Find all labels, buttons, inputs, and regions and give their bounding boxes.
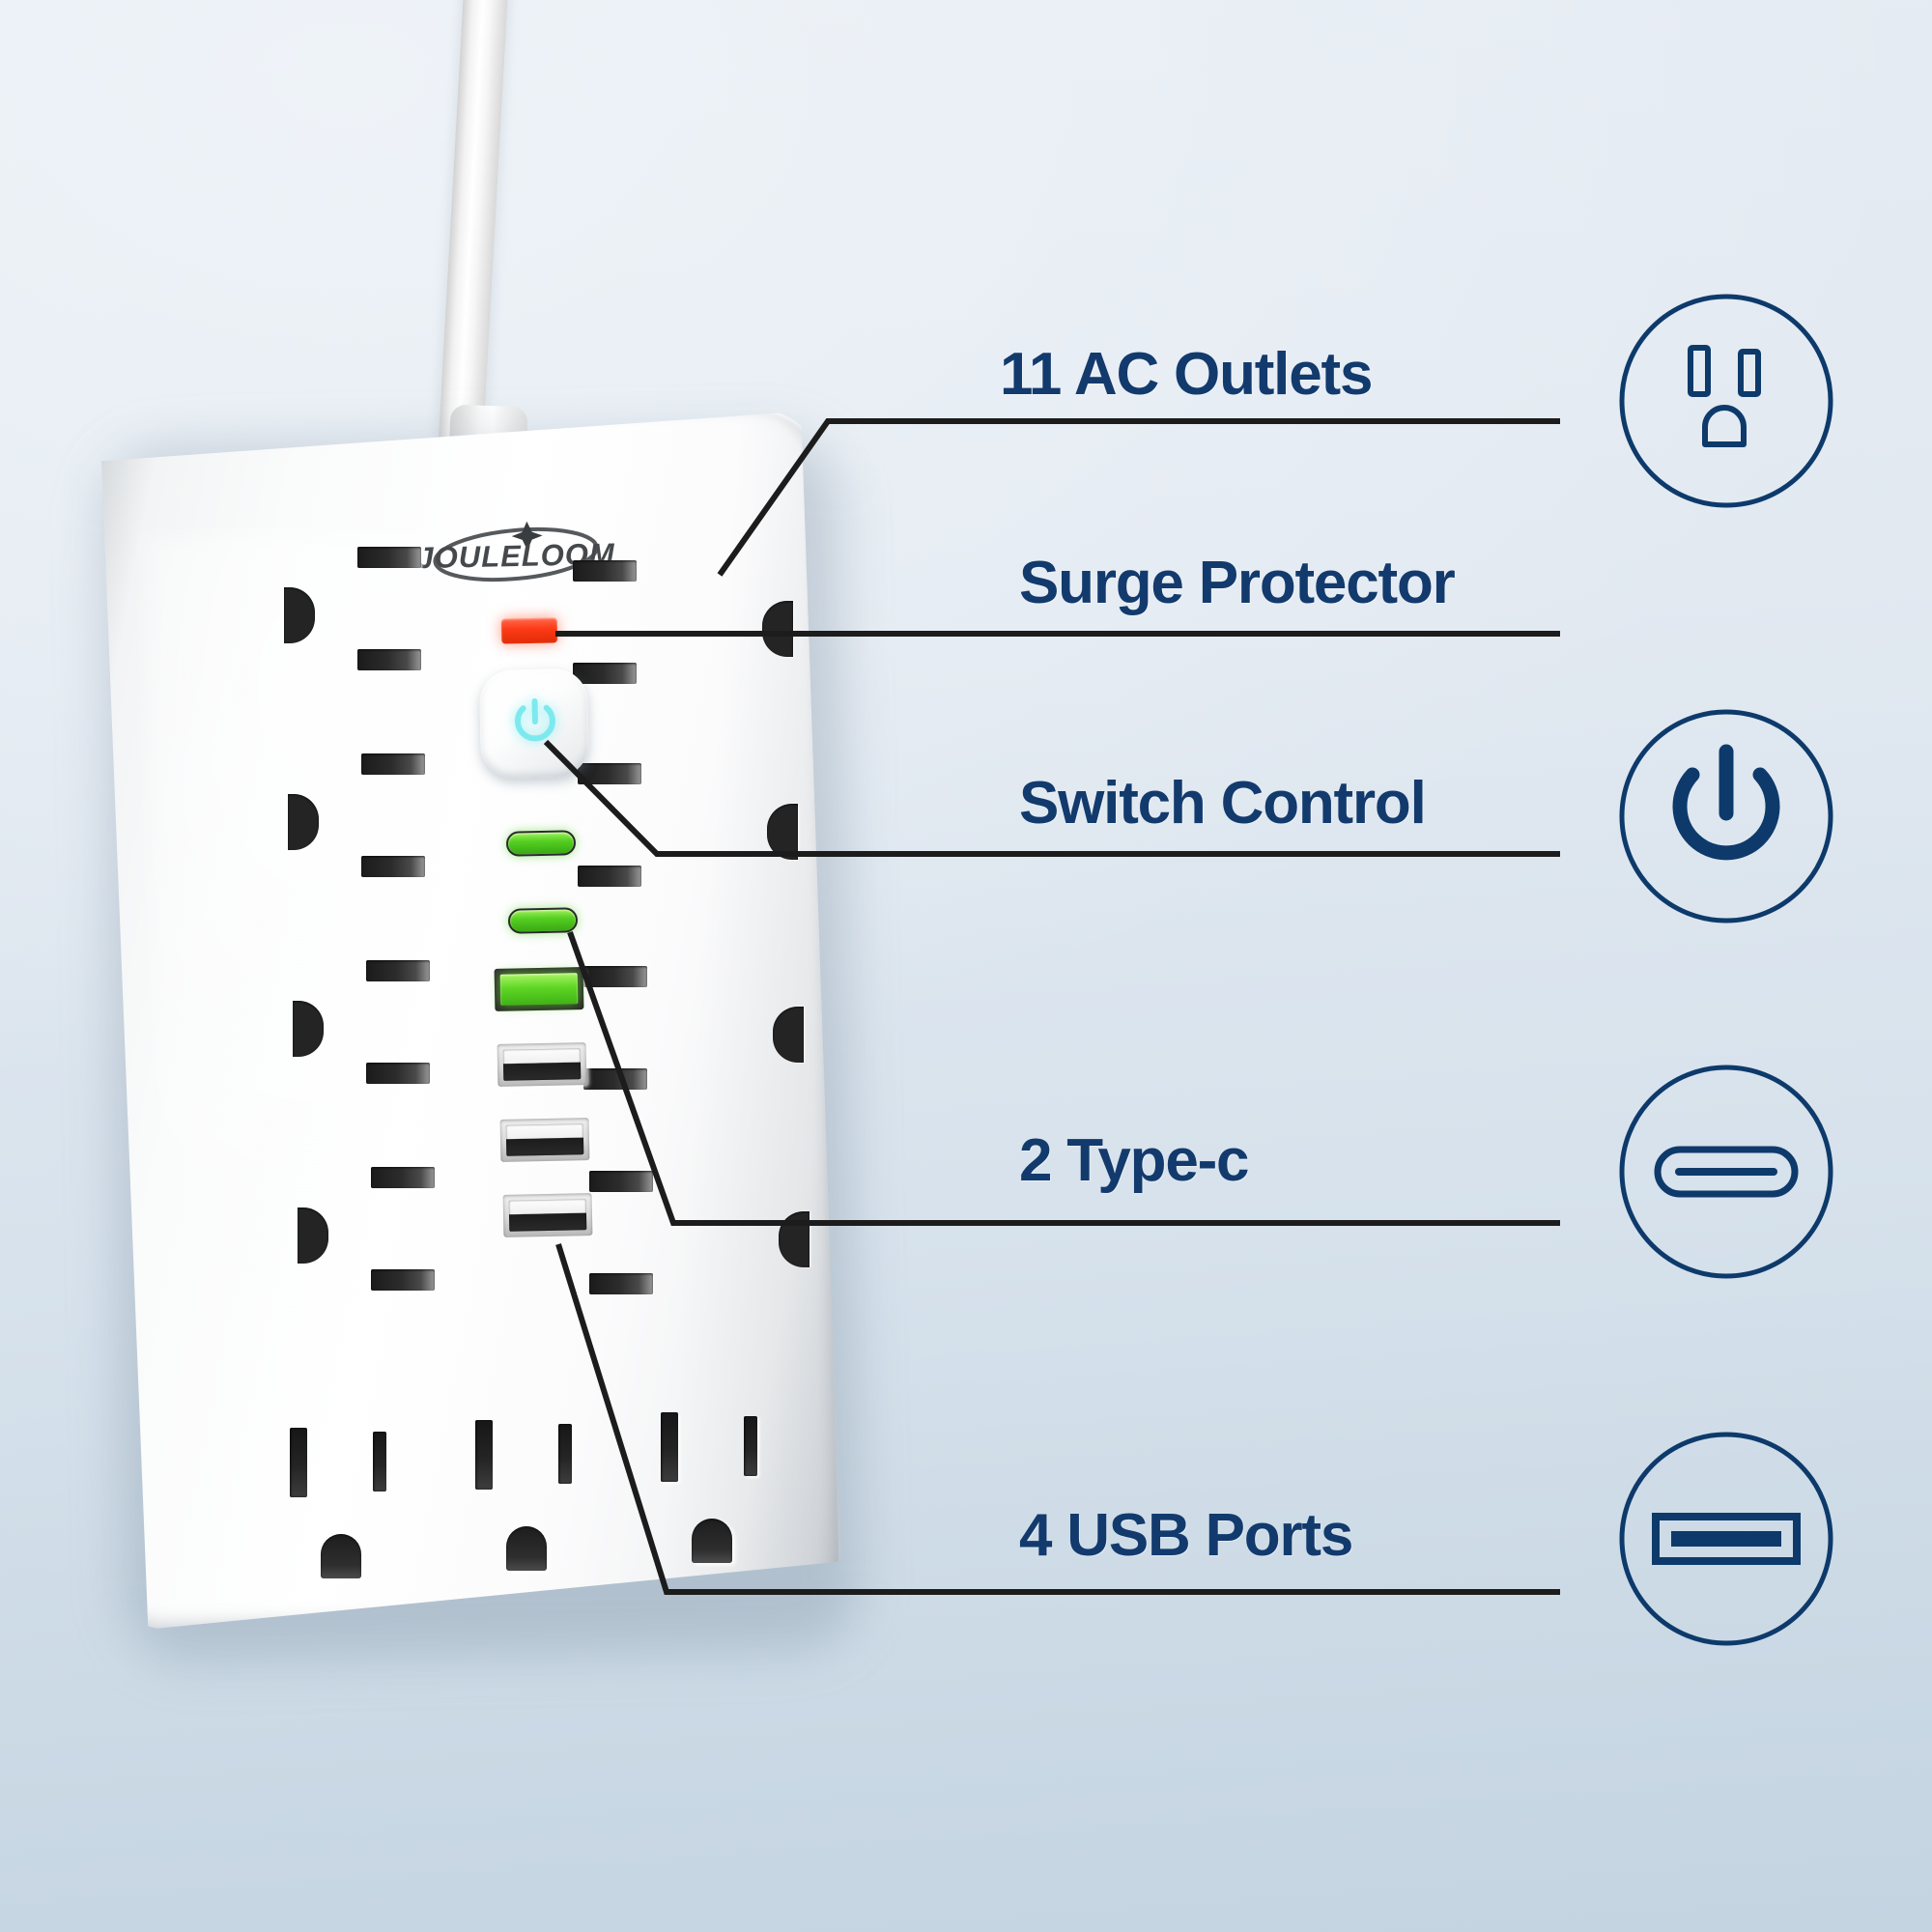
callout-label-type-c: 2 Type-c [1019, 1127, 1250, 1194]
outlet-ground-hole [692, 1519, 732, 1563]
outlet-slot-line [578, 763, 641, 784]
usb-c-port-1 [505, 830, 577, 857]
outlet-slot-neutral [357, 649, 421, 670]
outlet-ground-hole [506, 1526, 547, 1571]
outlet-slot-line [361, 753, 425, 775]
ac-outlet-icon [1615, 290, 1837, 512]
usb-a-port-1 [494, 967, 584, 1011]
usb-a-port-4 [502, 1193, 593, 1237]
outlet-slot-neutral [573, 663, 637, 684]
callout-label-switch-control: Switch Control [1019, 770, 1427, 837]
outlet-ground-hole [762, 601, 793, 657]
outlet-slot-line [371, 1167, 435, 1188]
outlet-slot-neutral [373, 1432, 386, 1492]
usb-a-tongue [502, 1048, 582, 1081]
outlet-slot-neutral [558, 1424, 572, 1484]
brand-logo: JOULELOOM [412, 508, 619, 595]
outlet-slot-neutral [744, 1416, 757, 1476]
outlet-slot-line [290, 1428, 307, 1497]
usb-a-port-3 [499, 1118, 590, 1162]
usb-c-port-2 [507, 907, 579, 934]
outlet-ground-hole [321, 1534, 361, 1578]
power-strip-body [85, 409, 863, 1679]
callout-label-usb-ports: 4 USB Ports [1019, 1502, 1353, 1569]
outlet-slot-line [661, 1412, 678, 1482]
usb-a-tongue [499, 973, 579, 1006]
usb-a-tongue [508, 1199, 587, 1232]
usb-a-icon [1615, 1428, 1837, 1650]
usb-a-tongue [505, 1123, 584, 1156]
outlet-slot-neutral [361, 856, 425, 877]
outlet-slot-neutral [578, 866, 641, 887]
outlet-slot-line [357, 547, 421, 568]
outlet-slot-line [475, 1420, 493, 1490]
outlet-slot-line [573, 560, 637, 582]
surge-protected-led [500, 617, 558, 644]
outlet-slot-line [366, 960, 430, 981]
power-symbol-icon [514, 697, 555, 742]
power-cord [438, 0, 508, 455]
outlet-slot-neutral [583, 1068, 647, 1090]
outlet-slot-neutral [371, 1269, 435, 1291]
outlet-slot-neutral [366, 1063, 430, 1084]
outlet-slot-line [589, 1171, 653, 1192]
callout-label-ac-outlets: 11 AC Outlets [1000, 341, 1373, 408]
usb-a-port-2 [497, 1042, 587, 1087]
usb-c-icon [1615, 1061, 1837, 1283]
outlet-slot-line [583, 966, 647, 987]
callout-label-surge-protector: Surge Protector [1019, 550, 1456, 616]
outlet-slot-neutral [589, 1273, 653, 1294]
power-icon [1615, 705, 1837, 927]
power-button[interactable] [478, 668, 590, 780]
